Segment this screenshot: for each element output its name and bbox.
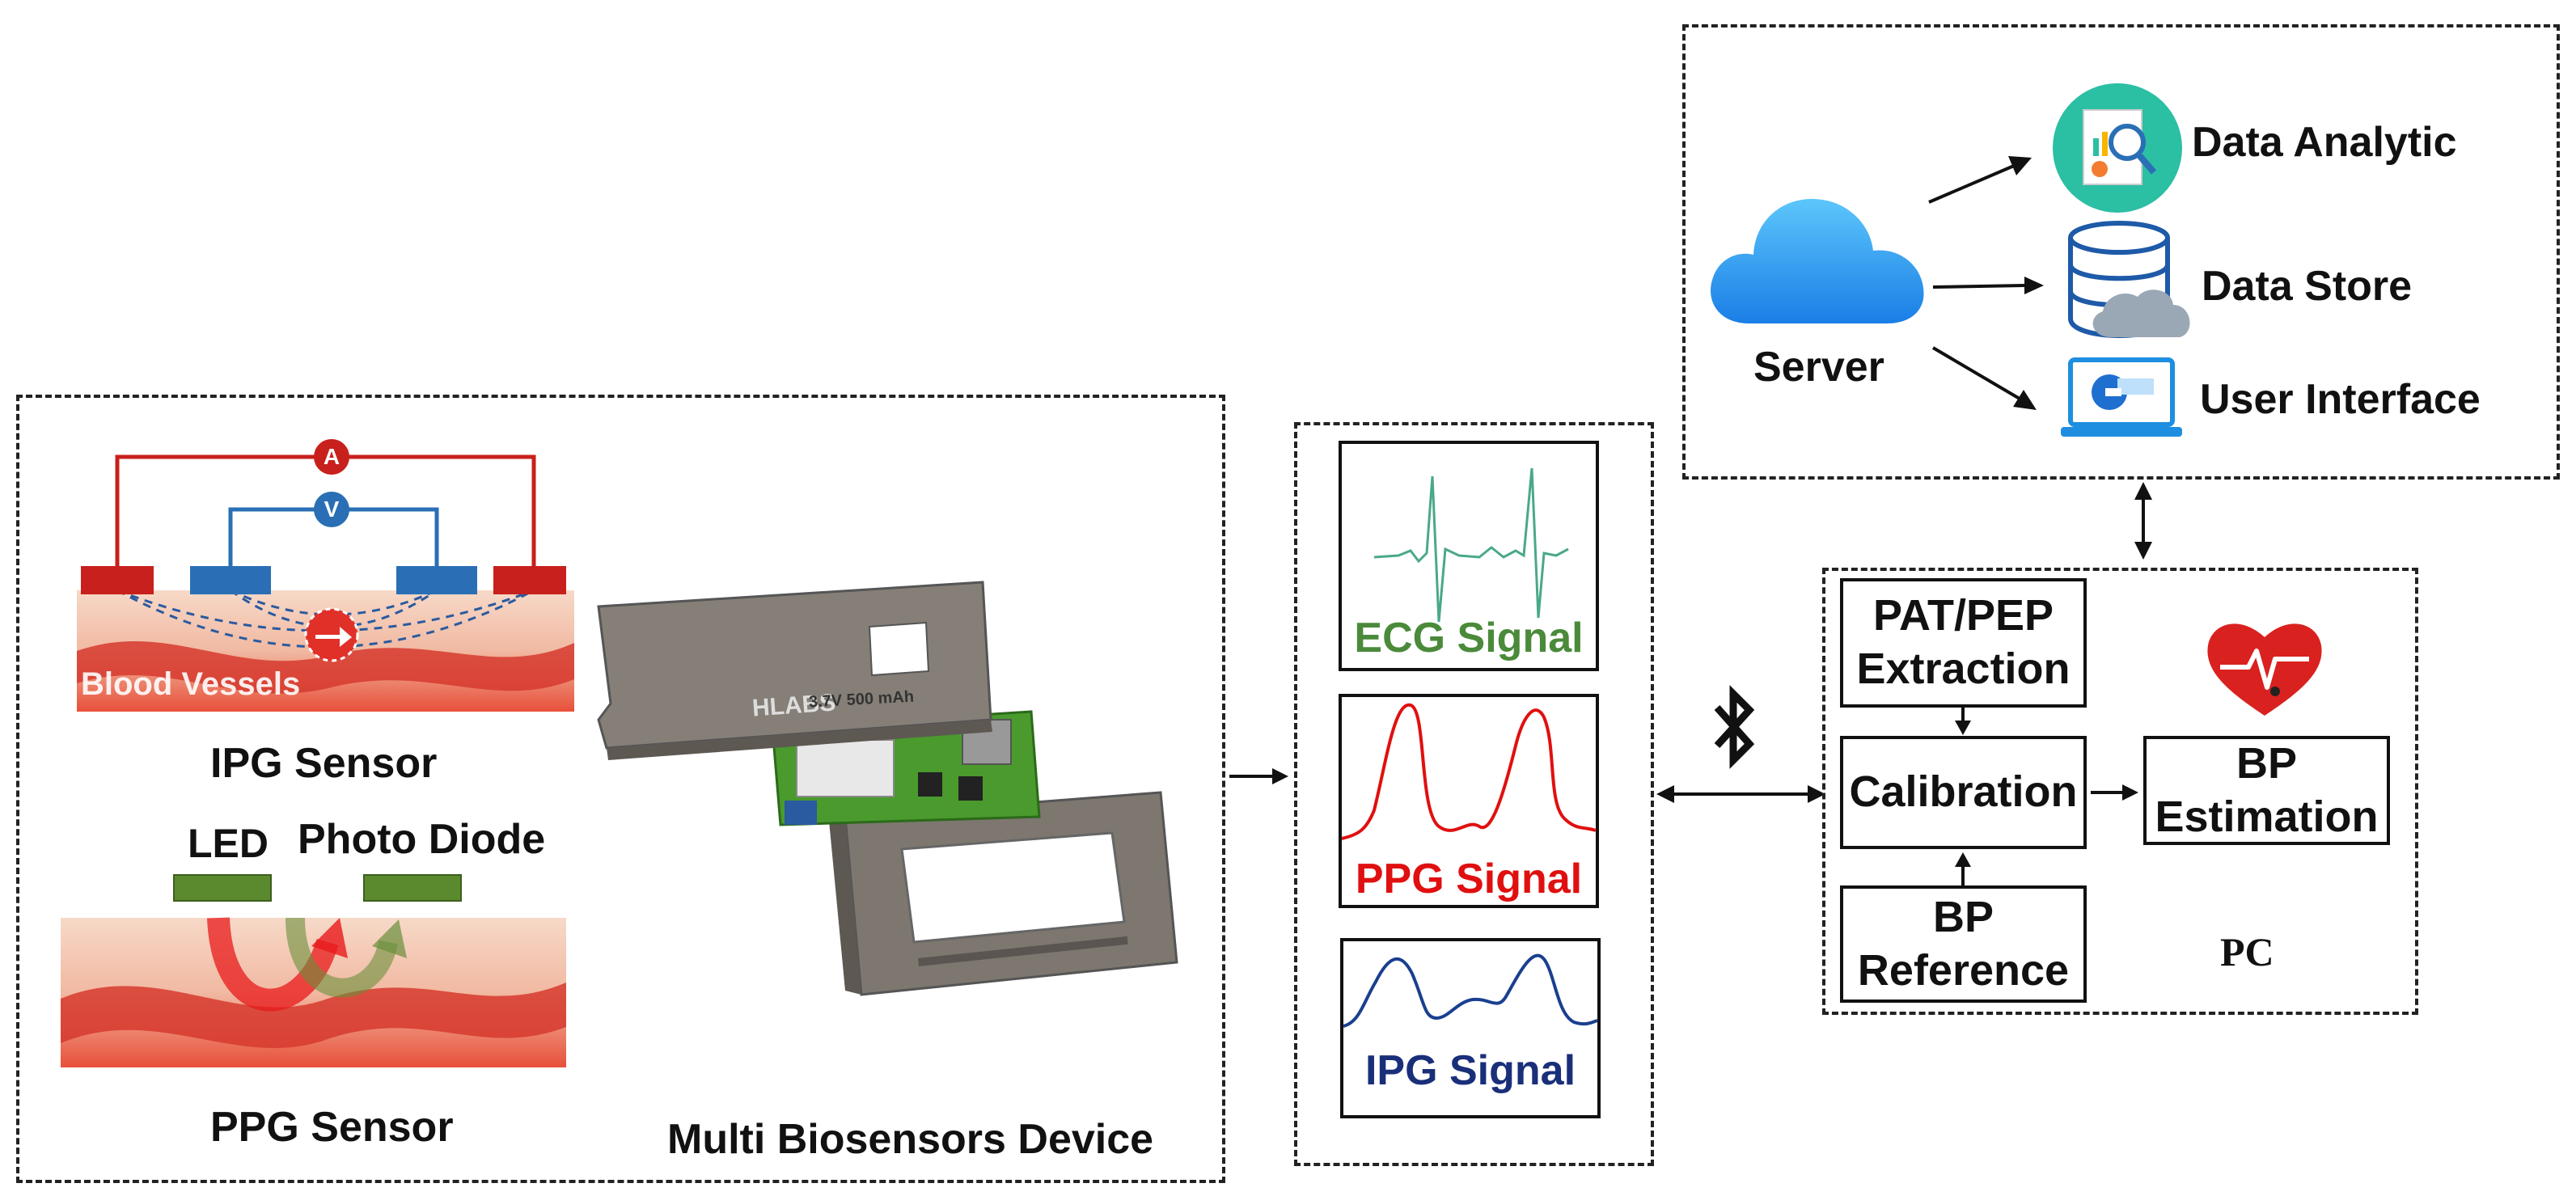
arrow-server-to-ui	[1931, 346, 2037, 410]
heart-pulse-icon	[2207, 623, 2322, 716]
ppg-signal-label: PPG Signal	[1355, 856, 1583, 902]
bp-estimation-box: BP Estimation	[2143, 736, 2390, 845]
monitor-icon	[2061, 357, 2182, 437]
arrow-signals-pc	[1656, 785, 1825, 803]
ecg-waveform	[1373, 467, 1569, 623]
arrow-device-to-signals	[1229, 768, 1288, 784]
ipg-signal-box: IPG Signal	[1340, 938, 1601, 1118]
ipg-sensor-illustration	[77, 454, 574, 712]
device-title: Multi Biosensors Device	[667, 1116, 1154, 1163]
cloud-icon	[1711, 198, 1924, 323]
pc-label: PC	[2220, 929, 2274, 974]
ppg-sensor-illustration	[61, 874, 566, 1067]
ppg-waveform	[1341, 703, 1597, 840]
device-panel	[16, 395, 1225, 1183]
ammeter-symbol: A	[314, 439, 349, 475]
device-hardware-illustration	[597, 581, 1178, 996]
analytics-icon	[2053, 83, 2182, 213]
ipg-signal-label: IPG Signal	[1364, 1047, 1576, 1094]
output-user-interface-label: User Interface	[2200, 376, 2481, 423]
bluetooth-icon	[1714, 685, 1755, 769]
server-panel	[1682, 24, 2560, 480]
arrow-pat-to-calibration	[1955, 708, 1971, 735]
ecg-signal-label: ECG Signal	[1354, 615, 1584, 661]
ppg-sensor-label: PPG Sensor	[210, 1104, 454, 1151]
calibration-box: Calibration	[1840, 736, 2087, 849]
arrow-server-to-analytic	[1928, 156, 2032, 204]
pat-pep-extraction-box: PAT/PEP Extraction	[1840, 578, 2087, 708]
signals-panel	[1294, 422, 1654, 1166]
ipg-waveform	[1343, 953, 1598, 1028]
voltmeter-symbol: V	[314, 492, 349, 527]
pc-panel	[1822, 568, 2418, 1015]
arrow-calibration-to-estimation	[2091, 784, 2138, 801]
blood-vessels-label: Blood Vessels	[81, 666, 301, 702]
ppg-signal-box: PPG Signal	[1339, 694, 1599, 908]
bp-reference-box: BP Reference	[1840, 885, 2087, 1003]
output-data-analytic-label: Data Analytic	[2192, 119, 2457, 166]
database-icon	[2068, 221, 2190, 338]
ecg-signal-box: ECG Signal	[1339, 441, 1599, 671]
arrow-server-to-store	[1932, 277, 2044, 294]
output-data-store-label: Data Store	[2202, 263, 2413, 310]
ipg-sensor-label: IPG Sensor	[210, 740, 438, 787]
photo-diode-label: Photo Diode	[298, 816, 546, 863]
led-label: LED	[188, 821, 269, 866]
arrow-server-pc	[2134, 482, 2152, 560]
server-label: Server	[1753, 344, 1884, 391]
arrow-reference-to-calibration	[1955, 852, 1971, 885]
